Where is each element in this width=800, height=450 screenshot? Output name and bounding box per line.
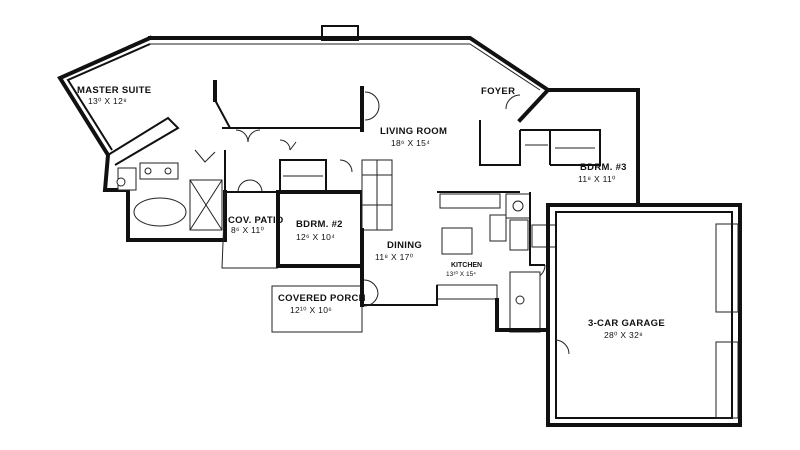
dims-garage: 28⁰ X 32⁸	[604, 330, 643, 340]
utility	[509, 271, 541, 333]
pantry	[509, 219, 529, 251]
vanity	[139, 162, 179, 180]
dims-covered-porch: 12¹⁰ X 10⁶	[290, 305, 332, 315]
fridge	[505, 193, 531, 219]
label-master-suite: MASTER SUITE	[77, 85, 151, 96]
cov-patio-outline	[221, 191, 278, 269]
foyer-door	[505, 94, 521, 110]
hall-door	[279, 139, 297, 151]
master-wall-top	[214, 99, 231, 129]
garage-entry-door	[554, 339, 570, 355]
master-inner-wall	[66, 43, 151, 151]
bdrm2-door	[339, 159, 353, 173]
bath-door	[194, 149, 216, 163]
sink-2	[164, 167, 172, 175]
patio-door-1	[235, 129, 261, 143]
garage-walls	[546, 203, 742, 427]
label-dining: DINING	[387, 240, 422, 251]
upper-inner-line	[150, 43, 541, 91]
dims-living-room: 18⁶ X 15⁴	[391, 138, 430, 148]
kitchen-counter-top	[439, 193, 501, 209]
pantry-wall	[529, 192, 545, 266]
label-garage: 3-CAR GARAGE	[588, 318, 665, 329]
garage-door-upper	[715, 223, 739, 313]
bath-wall	[107, 116, 180, 166]
label-covered-porch: COVERED PORCH	[278, 293, 366, 304]
laundry	[531, 224, 557, 248]
bathtub	[133, 197, 187, 227]
dims-kitchen: 13¹⁰ X 15⁴	[446, 270, 476, 278]
dining-south-wall	[362, 285, 438, 306]
label-living-room: LIVING ROOM	[380, 126, 447, 137]
toilet	[116, 177, 126, 187]
garage-inner	[555, 211, 733, 419]
dims-cov-patio: 8⁶ X 11⁰	[231, 225, 265, 235]
range	[489, 214, 507, 242]
utility-circle	[515, 295, 525, 305]
foyer-wall	[479, 120, 521, 166]
master-wing-wall	[57, 35, 227, 242]
foyer-closet	[520, 129, 551, 165]
fridge-circle	[512, 200, 524, 212]
label-cov-patio: COV. PATIO	[228, 215, 284, 226]
dims-bdrm3: 11⁸ X 11⁰	[578, 174, 616, 184]
dims-bdrm2: 12⁶ X 10⁴	[296, 232, 335, 242]
kitchen-island	[441, 227, 473, 255]
upper-exterior-wall	[148, 36, 552, 123]
label-bdrm3: BDRM. #3	[580, 162, 627, 173]
label-kitchen: KITCHEN	[451, 262, 482, 269]
patio-door-2	[237, 179, 263, 193]
covered-porch-outline	[271, 285, 363, 333]
dims-dining: 11⁸ X 17⁰	[375, 252, 414, 262]
bdrm2-closet	[279, 159, 327, 193]
kitchen-counter-bottom	[436, 284, 498, 300]
label-bdrm2: BDRM. #2	[296, 219, 343, 230]
living-door	[364, 91, 380, 121]
dims-master-suite: 13⁰ X 12⁸	[88, 96, 127, 106]
sink-1	[144, 167, 152, 175]
porch-door	[363, 279, 379, 307]
bdrm3-inner	[520, 129, 601, 166]
shower-x2	[189, 179, 223, 231]
garage-door-lower	[715, 341, 739, 419]
label-foyer: FOYER	[481, 86, 515, 97]
utility-wall	[495, 298, 550, 332]
